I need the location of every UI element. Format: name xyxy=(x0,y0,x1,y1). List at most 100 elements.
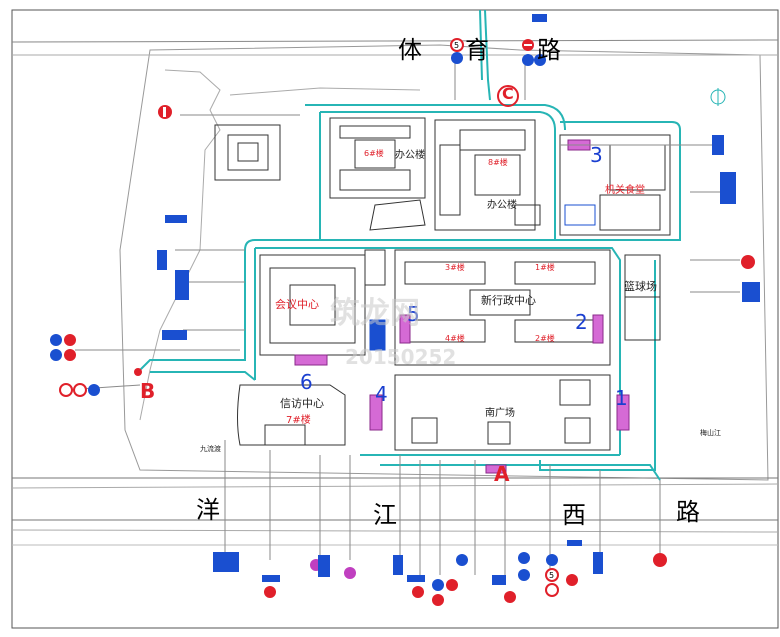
no-parking-sign-icon xyxy=(522,54,534,66)
parking-sign-icon xyxy=(456,554,468,566)
basketball-court-label: 篮球场 xyxy=(624,280,657,293)
north-arrow-icon xyxy=(710,88,726,106)
no-entry-sign-icon xyxy=(412,586,424,598)
south-square xyxy=(394,374,611,451)
pavilion xyxy=(214,124,281,181)
building-label-red: 6#楼 xyxy=(364,149,384,158)
conference-center-label: 会议中心 xyxy=(275,298,319,311)
direction-sign-icon xyxy=(492,575,506,585)
road-label-south-1: 洋 xyxy=(196,496,220,524)
direction-sign-icon xyxy=(393,555,403,575)
svg-text:5: 5 xyxy=(549,571,554,580)
zone-marker-3: 3 xyxy=(590,143,603,167)
building-label-red: 4#楼 xyxy=(445,334,465,343)
zone-marker-2: 2 xyxy=(575,310,588,334)
traffic-signs: 5 xyxy=(50,14,760,606)
parking-sign-icon xyxy=(518,552,530,564)
direction-sign-icon xyxy=(318,555,330,577)
drawing-frame xyxy=(11,9,779,629)
speed-limit-sign-icon xyxy=(59,383,73,397)
office-ring-road xyxy=(305,104,566,131)
office-building-group xyxy=(329,117,541,231)
landscape-path-west xyxy=(139,69,221,421)
parking-sign-icon xyxy=(451,52,463,64)
road-label-south-2: 江 xyxy=(373,501,397,529)
basketball-court xyxy=(624,254,661,341)
landscape-path-north xyxy=(229,87,421,96)
speed-limit-sign-icon xyxy=(73,383,87,397)
parking-sign-icon xyxy=(50,334,62,346)
road-label-south-4: 路 xyxy=(676,498,700,526)
svg-text:5: 5 xyxy=(454,41,459,50)
main-ring-road xyxy=(244,121,681,251)
office-building-b xyxy=(434,119,536,231)
no-entry-sign-icon xyxy=(432,594,444,606)
parking-sign-icon xyxy=(432,579,444,591)
zone-marker-5: 5 xyxy=(407,302,420,326)
parking-bay-4 xyxy=(369,394,383,431)
petition-center xyxy=(237,384,346,446)
street-label-east: 梅山江 xyxy=(700,429,721,437)
canteen-label: 机关食堂 xyxy=(605,185,645,196)
parking-bay-a xyxy=(485,464,507,474)
no-entry-sign-icon xyxy=(264,586,276,598)
plaza-shape xyxy=(369,199,426,231)
watermark-id: 20150252 xyxy=(345,345,457,369)
road-label-north-2: 育 xyxy=(465,36,489,64)
parking-sign-icon xyxy=(546,554,558,566)
direction-sign-icon xyxy=(567,540,582,546)
entrance-label-a: A xyxy=(494,462,510,486)
watermark-text: 筑龙网 xyxy=(330,296,420,331)
road-label-north-3: 路 xyxy=(537,36,561,64)
building-label-red: 7#楼 xyxy=(286,415,311,426)
speed-limit-sign-icon xyxy=(545,583,559,597)
road-edge xyxy=(11,39,779,43)
parking-sign-icon xyxy=(344,567,356,579)
internal-road-network xyxy=(137,9,681,481)
zone-marker-4: 4 xyxy=(375,382,388,406)
no-parking-sign-icon xyxy=(534,54,546,66)
no-entry-sign-icon xyxy=(504,591,516,603)
entrance-label-c: C xyxy=(502,84,514,103)
building-label-red: 8#楼 xyxy=(488,158,508,167)
office-building-a xyxy=(329,117,426,199)
no-entry-sign-icon xyxy=(64,334,76,346)
entrance-marker-c xyxy=(497,85,519,107)
west-access-road xyxy=(137,250,246,373)
direction-sign-icon xyxy=(175,270,189,300)
parking-bay-5 xyxy=(399,314,411,344)
parking-sign-icon xyxy=(518,569,530,581)
parking-bay-6 xyxy=(294,354,328,366)
zone-marker-6: 6 xyxy=(300,370,313,394)
entrance-label-b: B xyxy=(140,379,156,403)
direction-sign-icon xyxy=(407,575,425,582)
direction-sign-icon xyxy=(712,135,724,155)
building-label-red: 1#楼 xyxy=(535,263,555,272)
site-boundary xyxy=(119,44,769,481)
no-entry-sign-icon xyxy=(446,579,458,591)
parking-bay-2 xyxy=(592,314,604,344)
no-entry-sign-icon xyxy=(566,574,578,586)
canteen-building xyxy=(559,134,671,236)
speed-limit-sign-icon xyxy=(450,38,464,52)
north-access-road xyxy=(484,9,491,101)
office-building-a-label: 办公楼 xyxy=(395,150,425,161)
road-label-north-1: 体 xyxy=(398,36,422,64)
street-label-west: 九流渡 xyxy=(200,445,221,453)
road-label-south-3: 西 xyxy=(562,501,586,529)
inner-ring-road xyxy=(255,247,621,455)
direction-sign-icon xyxy=(165,215,187,223)
south-square-label: 南广场 xyxy=(485,408,515,419)
west-access-road xyxy=(150,371,256,381)
direction-sign-icon xyxy=(262,575,280,582)
road-edge xyxy=(11,483,779,489)
building-label-red: 3#楼 xyxy=(445,263,465,272)
admin-center-label: 新行政中心 xyxy=(481,294,536,307)
direction-sign-icon xyxy=(532,14,547,22)
parking-bay-1 xyxy=(616,394,630,431)
direction-sign-icon xyxy=(157,250,167,270)
south-ring-road xyxy=(380,464,661,481)
zone-marker-1: 1 xyxy=(615,386,628,410)
